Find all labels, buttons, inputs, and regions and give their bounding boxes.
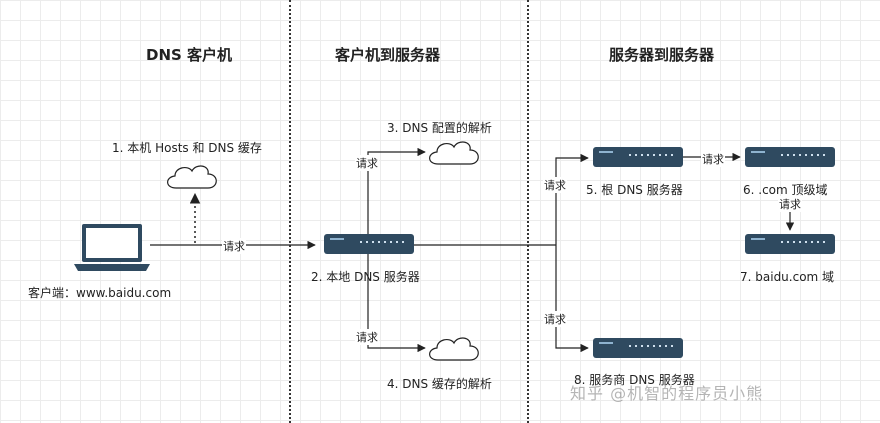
baidu-domain-server-icon [745, 234, 835, 254]
laptop-icon [74, 224, 150, 271]
edge-label-root-to-com: 请求 [701, 151, 725, 167]
label-hosts-cache: 1. 本机 Hosts 和 DNS 缓存 [112, 141, 262, 155]
watermark: 知乎 @机智的程序员小熊 [570, 384, 764, 403]
label-com-tld: 6. .com 顶级域 [743, 183, 828, 197]
com-tld-server-icon [745, 147, 835, 167]
heading-server-to-server: 服务器到服务器 [609, 46, 715, 64]
cloud-icon-config [429, 141, 479, 165]
edge-trunk-to-forward [555, 245, 589, 353]
edge-label-to-forward: 请求 [543, 311, 567, 327]
cloud-icon-cache [429, 337, 479, 361]
heading-dns-client: DNS 客户机 [146, 46, 233, 64]
edge-label-to-root: 请求 [543, 177, 567, 193]
section-divider-2 [527, 0, 529, 423]
label-forward-dns: 8. 服务商 DNS 服务器 [574, 373, 695, 387]
edge-label-client-to-local: 请求 [222, 238, 246, 254]
forward-dns-server-icon [593, 338, 683, 358]
edge-label-local-to-config: 请求 [355, 155, 379, 171]
cloud-icon-hosts [167, 165, 217, 189]
edge-local-to-cache [367, 254, 426, 353]
edge-label-local-to-cache: 请求 [355, 329, 379, 345]
label-dns-config: 3. DNS 配置的解析 [387, 121, 492, 135]
label-client: 客户端：www.baidu.com [28, 286, 172, 300]
label-baidu-domain: 7. baidu.com 域 [740, 270, 835, 284]
edge-trunk-to-root [555, 153, 589, 245]
label-dns-cache: 4. DNS 缓存的解析 [387, 377, 492, 391]
edge-local-to-config [367, 147, 426, 234]
label-local-dns: 2. 本地 DNS 服务器 [311, 270, 420, 284]
edge-label-com-to-baidu: 请求 [778, 196, 802, 212]
root-dns-server-icon [593, 147, 683, 167]
section-divider-1 [289, 0, 291, 423]
label-root-dns: 5. 根 DNS 服务器 [586, 183, 683, 197]
heading-client-to-server: 客户机到服务器 [335, 46, 441, 64]
local-dns-server-icon [324, 234, 414, 254]
